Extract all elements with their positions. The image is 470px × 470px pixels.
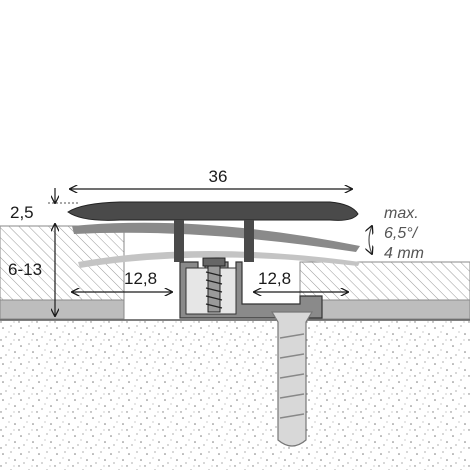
subfloor [0,319,470,470]
underlay-strip-left [0,299,125,320]
height-dimension: 6-13 [8,224,55,316]
height-range-label: 6-13 [8,260,42,279]
angle-label-mm: 4 mm [384,245,424,262]
width-label: 36 [209,167,228,186]
angle-label-max: max. [384,205,419,222]
right-overlap-label: 12,8 [258,269,291,288]
screw-icon [202,257,226,313]
angle-label-degrees: 6,5°/ [384,225,419,242]
left-overlap-label: 12,8 [124,269,157,288]
left-overlap-dimension: 12,8 [72,269,172,292]
underlay-strip-right [299,299,470,320]
right-floor-covering [299,261,470,301]
profile-light-position [78,251,360,268]
thickness-dimension: 2,5 [10,188,78,222]
wall-plug-icon [270,311,314,447]
angle-indicator: max. 6,5°/ 4 mm [369,205,424,262]
width-dimension: 36 [70,167,352,189]
right-overlap-dimension: 12,8 [254,269,348,292]
thickness-label: 2,5 [10,203,34,222]
profile-top [67,201,359,262]
profile-mid-position [72,222,360,252]
